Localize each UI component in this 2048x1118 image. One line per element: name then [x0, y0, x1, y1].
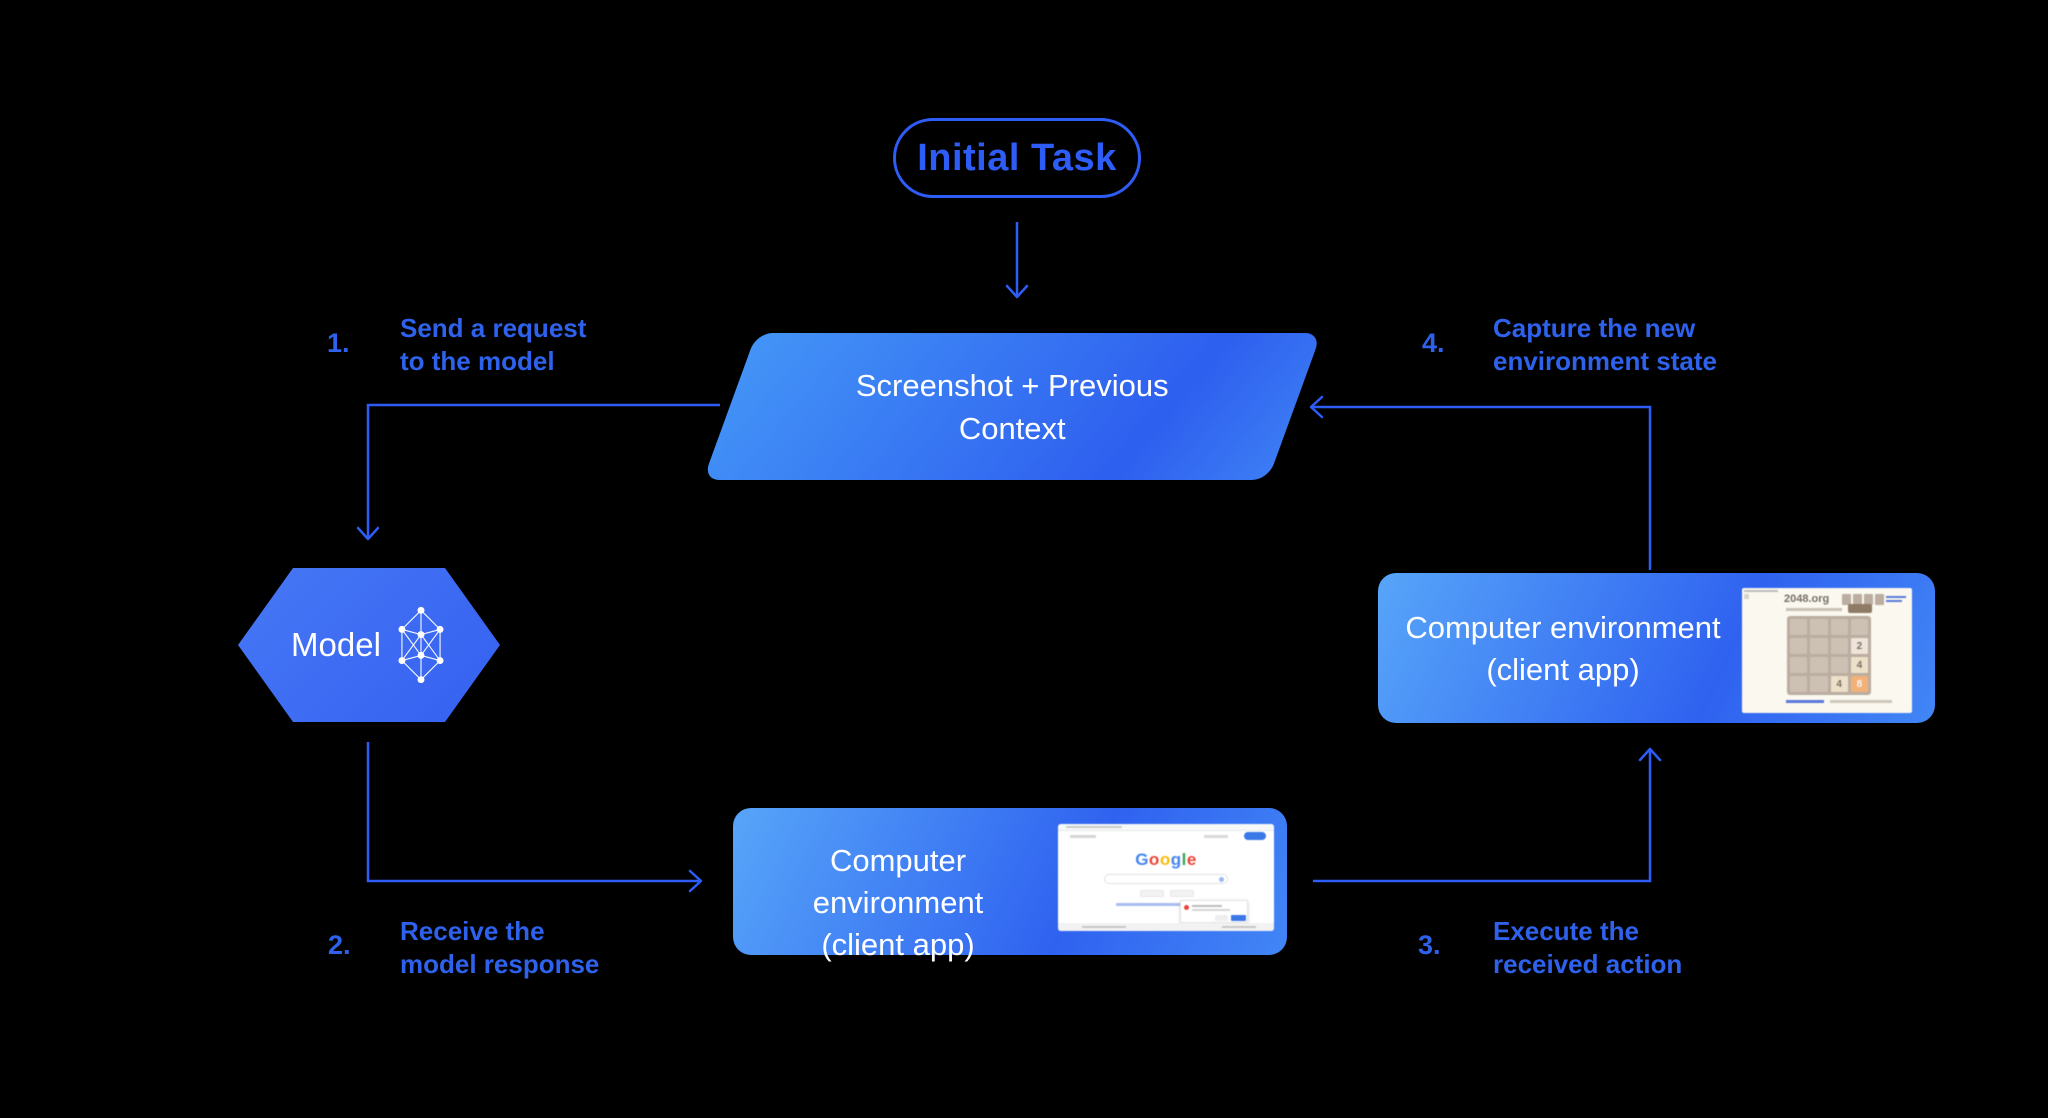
dialog-icon — [1184, 905, 1189, 910]
arrow-task-to-context — [1005, 222, 1029, 299]
score-box-shape — [1842, 594, 1851, 605]
google-logo: Google — [1135, 850, 1197, 869]
model-label: Model — [291, 626, 381, 663]
google-footer — [1058, 923, 1274, 931]
game-2048-title: 2048.org — [1784, 593, 1830, 605]
neural-network-icon — [398, 606, 444, 684]
arrow-env-to-env — [1313, 747, 1662, 883]
game-tile: 4 — [1850, 657, 1868, 673]
dialog-primary-button-shape — [1231, 915, 1246, 921]
board-cell — [1850, 619, 1868, 635]
game-tile: 4 — [1830, 676, 1848, 692]
screenshot-context-label: Screenshot + Previous Context — [855, 367, 1169, 446]
step-3-number: 3. — [1418, 930, 1441, 960]
lucky-button-shape — [1170, 890, 1194, 897]
env-node-bottom: Computer environment (client app) Google — [733, 808, 1287, 962]
board-cell — [1790, 638, 1808, 654]
score-box-shape — [1864, 594, 1873, 605]
arrow-env-to-context — [1309, 395, 1652, 570]
game-tile: 2 — [1850, 638, 1868, 654]
env-node-right: Computer environment (client app) 2048.o… — [1378, 573, 1935, 723]
board-cell — [1830, 638, 1848, 654]
score-box-shape — [1853, 594, 1862, 605]
model-node: Model — [238, 568, 500, 722]
language-link-shape — [1116, 903, 1216, 906]
browser-dialog — [1180, 900, 1248, 923]
board-cell — [1790, 619, 1808, 635]
step-4-number: 4. — [1422, 328, 1445, 358]
game-tile: 8 — [1850, 676, 1868, 692]
board-cell — [1810, 619, 1828, 635]
board-cell — [1810, 657, 1828, 673]
score-box-shape — [1875, 594, 1884, 605]
env-bottom-label: Computer environment (client app) — [812, 843, 984, 962]
board-cell — [1790, 676, 1808, 692]
env-right-label: Computer environment (client app) — [1405, 610, 1721, 687]
new-game-button-shape — [1848, 604, 1872, 613]
search-box-shape — [1104, 874, 1228, 884]
arrow-model-to-env — [366, 742, 703, 893]
search-button-shape — [1140, 890, 1164, 897]
browser-toolbar — [1058, 824, 1274, 831]
step-2-label: Receive the model response — [400, 916, 600, 979]
mic-icon — [1219, 877, 1224, 882]
arrow-context-to-model — [356, 403, 720, 541]
initial-task-node: Initial Task — [893, 118, 1141, 198]
step-3-label: Execute the received action — [1493, 916, 1683, 979]
board-cell — [1830, 657, 1848, 673]
step-1-label: Send a request to the model — [400, 313, 587, 376]
step-1-number: 1. — [327, 328, 350, 358]
step-2-number: 2. — [328, 930, 351, 960]
google-screenshot-thumbnail: Google — [1058, 824, 1274, 931]
dialog-secondary-button-shape — [1215, 915, 1228, 921]
screenshot-context-node: Screenshot + Previous Context — [703, 333, 1322, 480]
board-cell — [1790, 657, 1808, 673]
board-cell — [1830, 619, 1848, 635]
initial-task-label: Initial Task — [917, 136, 1117, 179]
board-cell — [1810, 638, 1828, 654]
step-4-label: Capture the new environment state — [1493, 313, 1717, 376]
board-cell — [1810, 676, 1828, 692]
signin-button-shape — [1244, 832, 1266, 840]
